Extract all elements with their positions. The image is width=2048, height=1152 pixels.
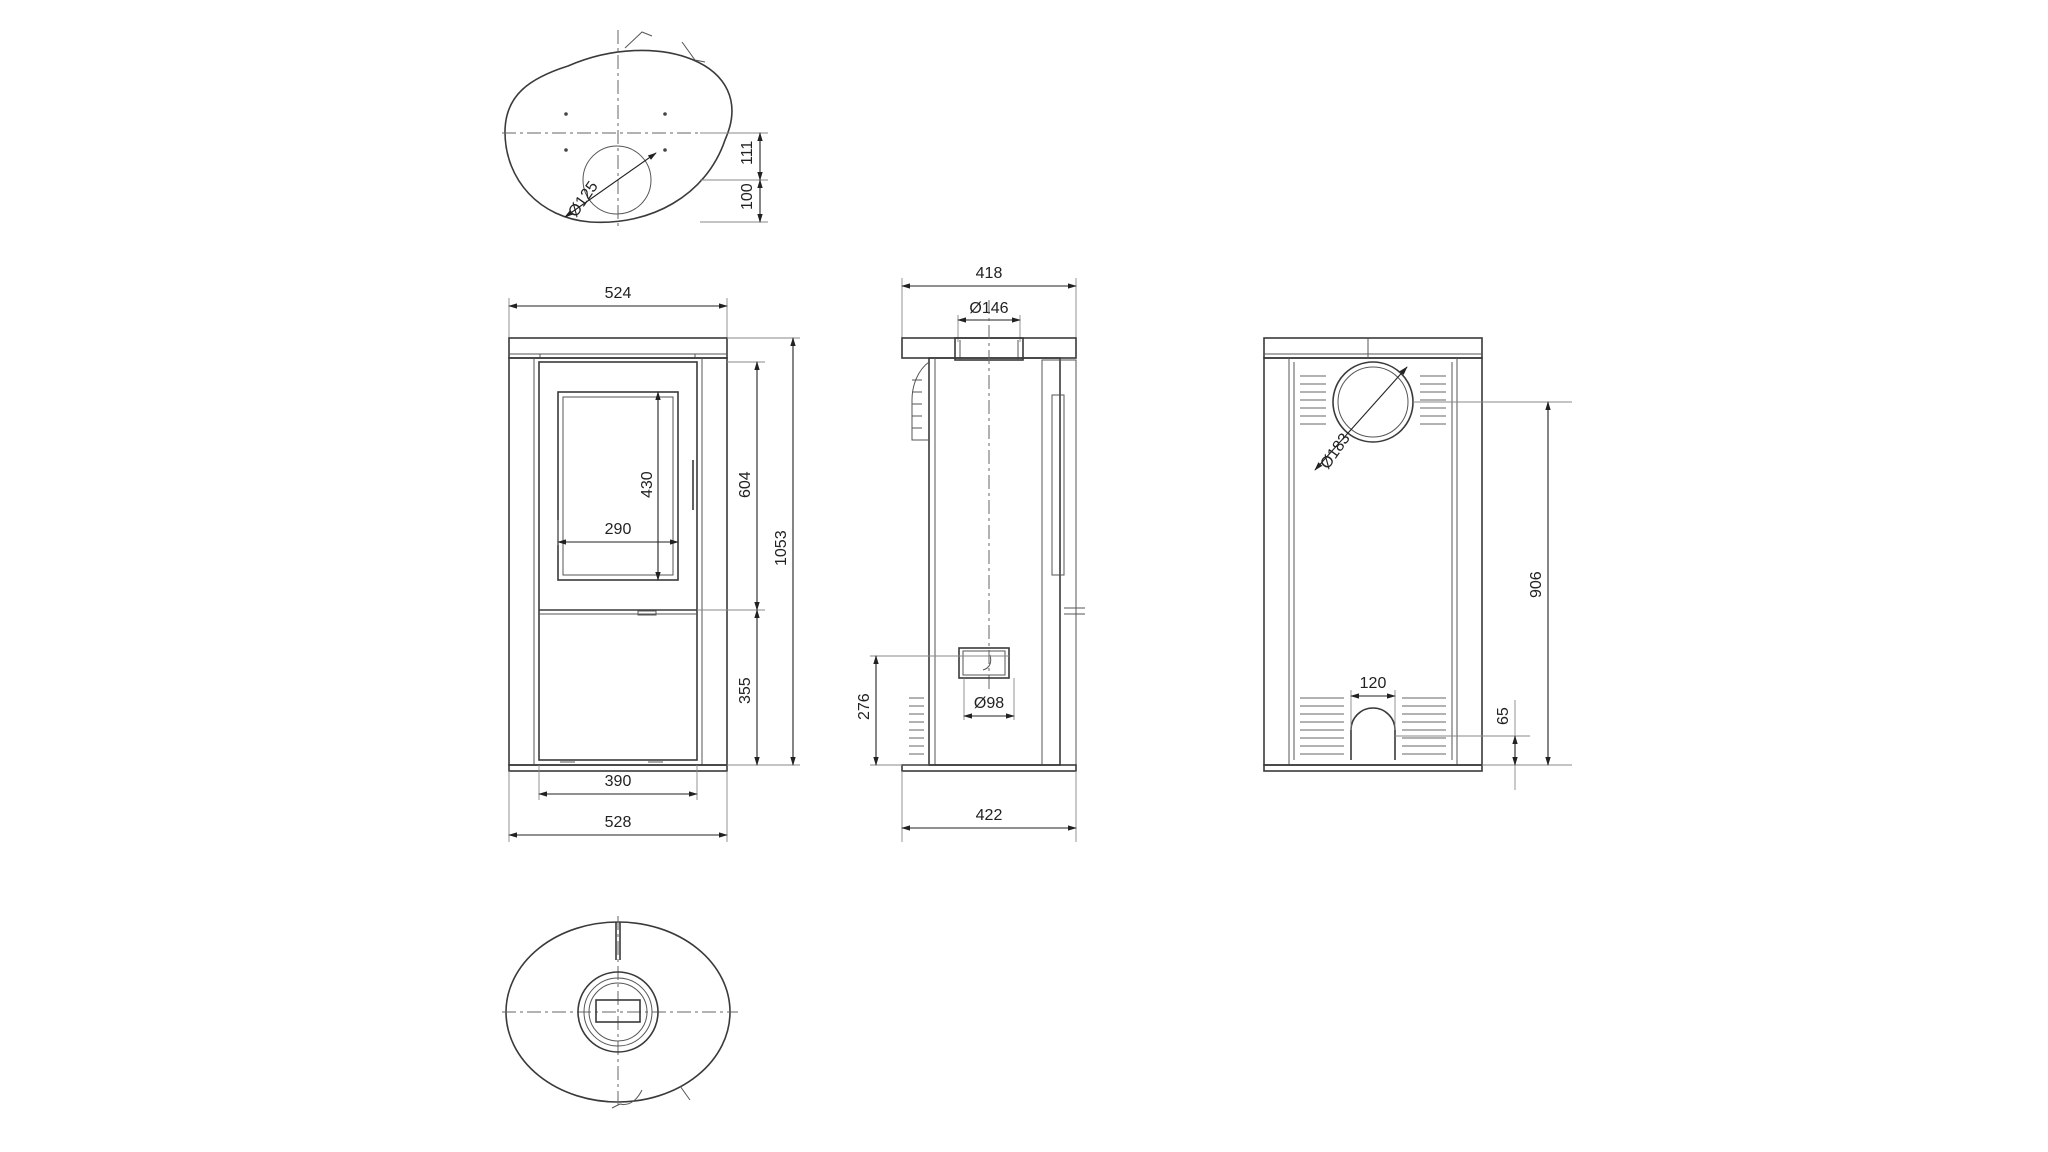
- front-door-width-label: 390: [605, 773, 632, 790]
- back-flue-height-label: 906: [1528, 571, 1545, 598]
- top-flue-diameter-label: Ø125: [565, 178, 601, 220]
- back-air-width-label: 120: [1360, 675, 1387, 692]
- back-view: Ø183: [1263, 337, 1572, 790]
- top-depth-lower-label: 100: [739, 183, 756, 210]
- front-total-height-label: 1053: [773, 530, 790, 566]
- back-lower-vents: [1300, 697, 1446, 755]
- side-view: 418 Ø146 Ø98: [856, 265, 1085, 842]
- top-view: Ø125 111 100: [502, 30, 768, 228]
- side-air-height-label: 276: [856, 693, 873, 720]
- front-lower-height-label: 355: [737, 677, 754, 704]
- side-top-width-label: 418: [976, 265, 1003, 282]
- top-depth-upper-label: 111: [739, 141, 756, 165]
- back-flue-diameter-label: Ø183: [1317, 430, 1353, 472]
- side-vents: [909, 697, 924, 755]
- front-door-upper-height-label: 604: [737, 471, 754, 498]
- front-view: 524 290 430: [508, 285, 800, 842]
- front-window-width-label: 290: [605, 521, 632, 538]
- side-air-diameter-label: Ø98: [974, 695, 1004, 712]
- front-top-width-label: 524: [605, 285, 632, 302]
- back-upper-vents: [1300, 375, 1446, 425]
- bottom-view: [502, 916, 738, 1109]
- side-base-width-label: 422: [976, 807, 1003, 824]
- front-window-height-label: 430: [639, 471, 656, 498]
- back-air-height-label: 65: [1495, 707, 1512, 725]
- front-base-width-label: 528: [605, 814, 632, 831]
